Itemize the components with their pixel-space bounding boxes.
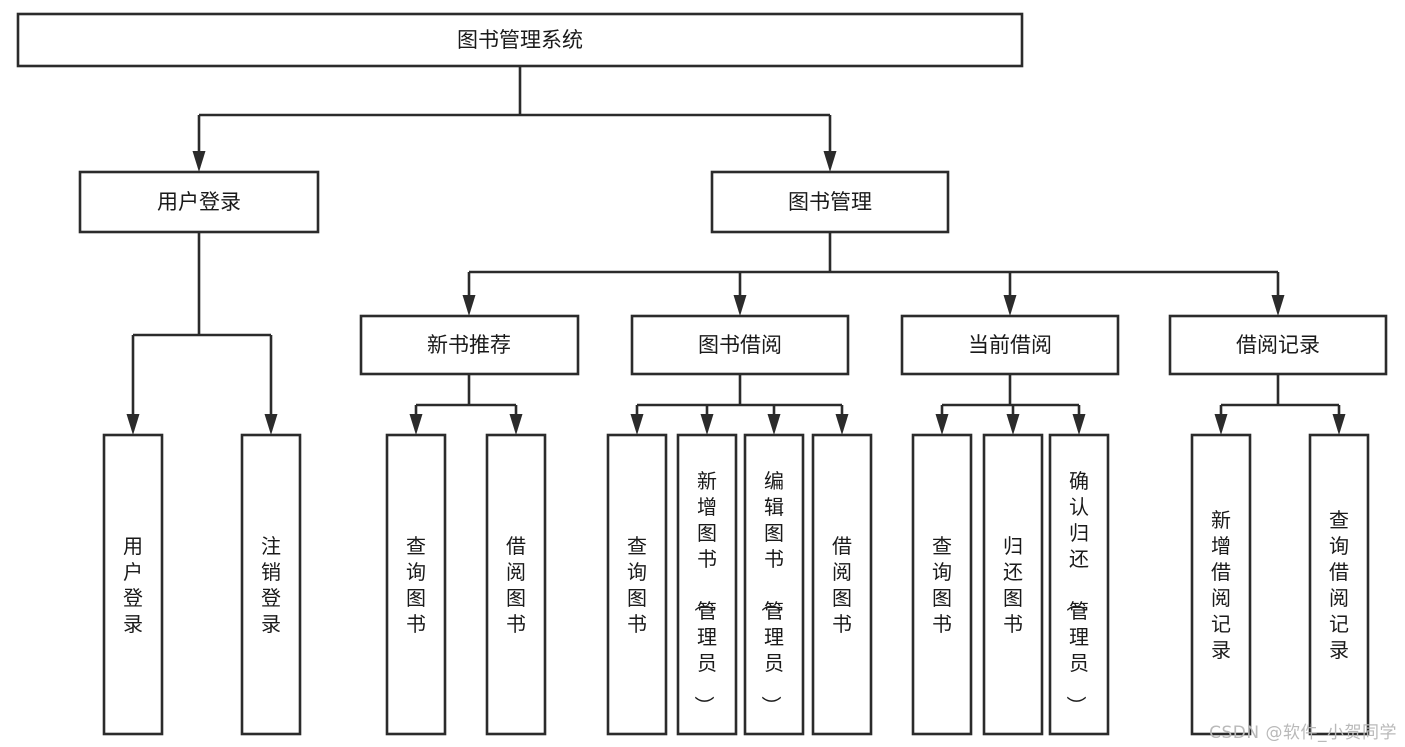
connector-group bbox=[1214, 374, 1346, 435]
node-leaf-query-record[interactable]: 查询借阅记录 bbox=[1308, 433, 1370, 736]
node-leaf-borrow-book-2[interactable]: 借阅图书 bbox=[811, 433, 873, 736]
node-label: 归还图书 bbox=[1003, 534, 1023, 636]
node-label: 确认归还（管理员） bbox=[1064, 469, 1089, 716]
node-user-login[interactable]: 用户登录 bbox=[78, 170, 320, 234]
node-label: 图书管理系统 bbox=[457, 28, 583, 52]
node-label: 查询图书 bbox=[406, 534, 426, 636]
node-new-book-recommend[interactable]: 新书推荐 bbox=[359, 314, 580, 376]
node-label: 新增借阅记录 bbox=[1211, 508, 1231, 662]
node-leaf-query-book-2[interactable]: 查询图书 bbox=[606, 433, 668, 736]
node-label: 用户登录 bbox=[157, 190, 241, 214]
node-current-borrow[interactable]: 当前借阅 bbox=[900, 314, 1120, 376]
connector-group bbox=[192, 66, 837, 172]
node-leaf-confirm-return[interactable]: 确认归还（管理员） bbox=[1048, 433, 1110, 736]
node-label: 用户登录 bbox=[123, 534, 143, 636]
node-label: 借阅记录 bbox=[1236, 333, 1320, 357]
node-leaf-user-logout[interactable]: 注销登录 bbox=[240, 433, 302, 736]
node-book-manage[interactable]: 图书管理 bbox=[710, 170, 950, 234]
node-leaf-borrow-book-1[interactable]: 借阅图书 bbox=[485, 433, 547, 736]
node-book-borrow[interactable]: 图书借阅 bbox=[630, 314, 850, 376]
node-label: 新书推荐 bbox=[427, 333, 511, 357]
node-label: 查询图书 bbox=[627, 534, 647, 636]
node-root[interactable]: 图书管理系统 bbox=[16, 12, 1024, 68]
node-label: 注销登录 bbox=[261, 534, 281, 636]
node-leaf-return-book[interactable]: 归还图书 bbox=[982, 433, 1044, 736]
node-label: 借阅图书 bbox=[832, 534, 852, 636]
csdn-watermark: CSDN @软件_小贺同学 bbox=[1209, 723, 1397, 743]
connector-group bbox=[126, 232, 278, 435]
connector-group bbox=[630, 374, 849, 435]
node-leaf-edit-book[interactable]: 编辑图书（管理员） bbox=[743, 433, 805, 736]
node-label: 当前借阅 bbox=[968, 333, 1052, 357]
node-leaf-add-book[interactable]: 新增图书（管理员） bbox=[676, 433, 738, 736]
node-label: 编辑图书（管理员） bbox=[759, 469, 784, 716]
connector-group bbox=[409, 374, 523, 435]
connector-layer bbox=[126, 66, 1346, 435]
node-leaf-add-record[interactable]: 新增借阅记录 bbox=[1190, 433, 1252, 736]
node-label: 借阅图书 bbox=[506, 534, 526, 636]
node-leaf-query-book-1[interactable]: 查询图书 bbox=[385, 433, 447, 736]
node-borrow-record[interactable]: 借阅记录 bbox=[1168, 314, 1388, 376]
node-layer: 图书管理系统用户登录图书管理新书推荐图书借阅当前借阅借阅记录用户登录注销登录查询… bbox=[16, 12, 1388, 736]
node-label: 新增图书（管理员） bbox=[692, 469, 717, 716]
node-label: 查询图书 bbox=[932, 534, 952, 636]
node-leaf-user-login[interactable]: 用户登录 bbox=[102, 433, 164, 736]
connector-group bbox=[935, 374, 1086, 435]
node-leaf-query-book-3[interactable]: 查询图书 bbox=[911, 433, 973, 736]
node-label: 查询借阅记录 bbox=[1329, 508, 1349, 662]
node-label: 图书借阅 bbox=[698, 333, 782, 357]
connector-group bbox=[462, 232, 1285, 316]
node-label: 图书管理 bbox=[788, 190, 872, 214]
